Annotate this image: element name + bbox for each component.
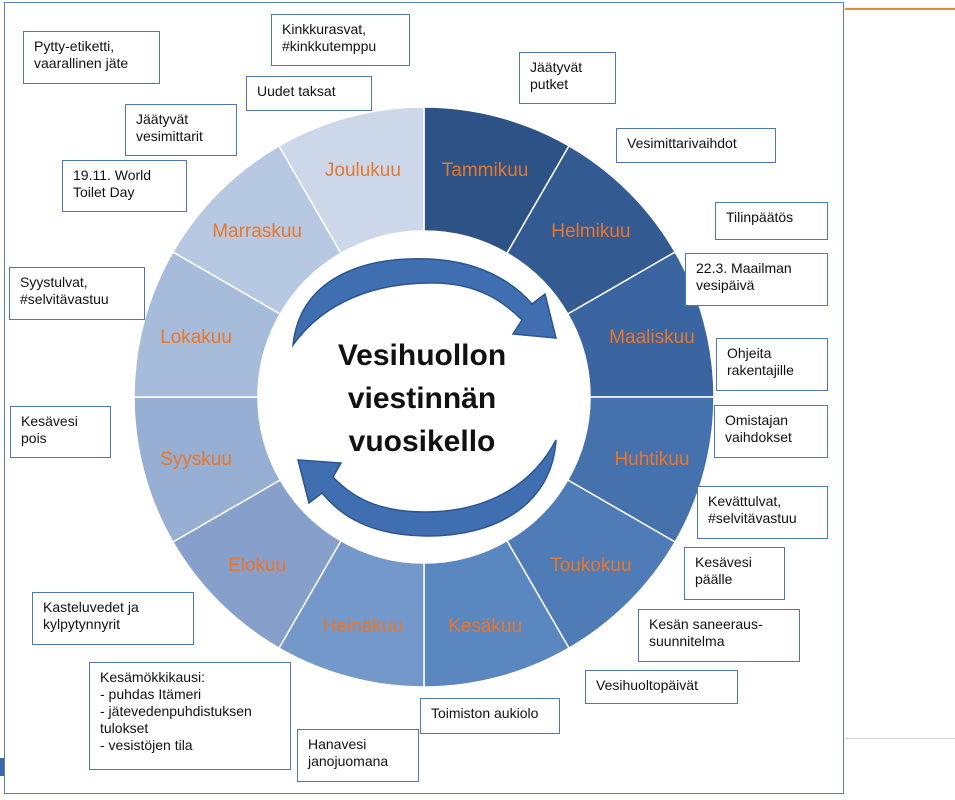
center-title-line-3: vuosikello [349, 425, 496, 458]
month-label-elokuu: Elokuu [228, 555, 286, 576]
note-syystulvat: Syystulvat, #selvitävastuu [9, 267, 145, 320]
center-title-line-2: viestinnän [348, 382, 496, 415]
note-tilinpaatos: Tilinpäätös [715, 202, 828, 240]
note-world-toilet-day: 19.11. World Toilet Day [62, 160, 187, 212]
note-uudet-taksat: Uudet taksat [246, 76, 372, 111]
arrow-bottom-icon [297, 439, 557, 537]
note-jaatyvat-vesimittarit: Jäätyvät vesimittarit [125, 104, 237, 156]
month-label-lokakuu: Lokakuu [160, 327, 232, 348]
note-kesavesi-pois: Kesävesi pois [10, 406, 111, 458]
month-label-maaliskuu: Maaliskuu [609, 327, 695, 348]
month-segments [133, 106, 715, 688]
note-omistajan-vaihdokset: Omistajan vaihdokset [714, 405, 828, 458]
note-ohjeita-rakentajille: Ohjeita rakentajille [716, 338, 828, 391]
note-kesamokkikausi: Kesämökkikausi: - puhdas Itämeri - jätev… [89, 662, 291, 770]
month-label-syyskuu: Syyskuu [160, 449, 232, 470]
note-kinkkurasvat: Kinkkurasvat, #kinkkutemppu [271, 14, 410, 66]
note-kesavesi-paalle: Kesävesi päälle [684, 547, 785, 600]
note-saneeraussuunnitelma: Kesän saneeraus- suunnitelma [638, 609, 800, 662]
month-label-tammikuu: Tammikuu [442, 160, 529, 181]
note-kevattulvat: Kevättulvat, #selvitävastuu [697, 486, 828, 539]
note-pytty-etiketti: Pytty-etiketti, vaarallinen jäte [23, 31, 160, 84]
month-segment-joulukuu [277, 106, 425, 255]
arrow-top-icon [291, 258, 557, 348]
month-label-marraskuu: Marraskuu [212, 221, 302, 242]
month-labels: TammikuuHelmikuuMaaliskuuHuhtikuuToukoku… [160, 160, 695, 637]
month-label-kesäkuu: Kesäkuu [448, 616, 522, 637]
note-kasteluvedet: Kasteluvedet ja kylpytynnyrit [32, 592, 194, 645]
center-circle [278, 251, 570, 543]
note-maailman-vesipaiva: 22.3. Maailman vesipäivä [685, 253, 828, 306]
note-vesimittarivaihdot: Vesimittarivaihdot [616, 128, 776, 163]
top-accent-line [845, 8, 955, 10]
month-label-heinäkuu: Heinäkuu [323, 616, 403, 637]
month-label-helmikuu: Helmikuu [551, 221, 630, 242]
right-divider-line [845, 738, 955, 739]
center-title-line-1: Vesihuollon [338, 339, 506, 372]
month-label-toukokuu: Toukokuu [550, 555, 631, 576]
month-label-huhtikuu: Huhtikuu [614, 449, 689, 470]
month-label-joulukuu: Joulukuu [325, 160, 401, 181]
note-jaatyvat-putket: Jäätyvät putket [519, 52, 616, 104]
note-vesihuoltopaivat: Vesihuoltopäivät [585, 670, 738, 704]
note-toimiston-aukiolo: Toimiston aukiolo [420, 698, 560, 734]
note-hanavesi: Hanavesi janojuomana [297, 729, 419, 782]
edge-marker [0, 758, 4, 776]
